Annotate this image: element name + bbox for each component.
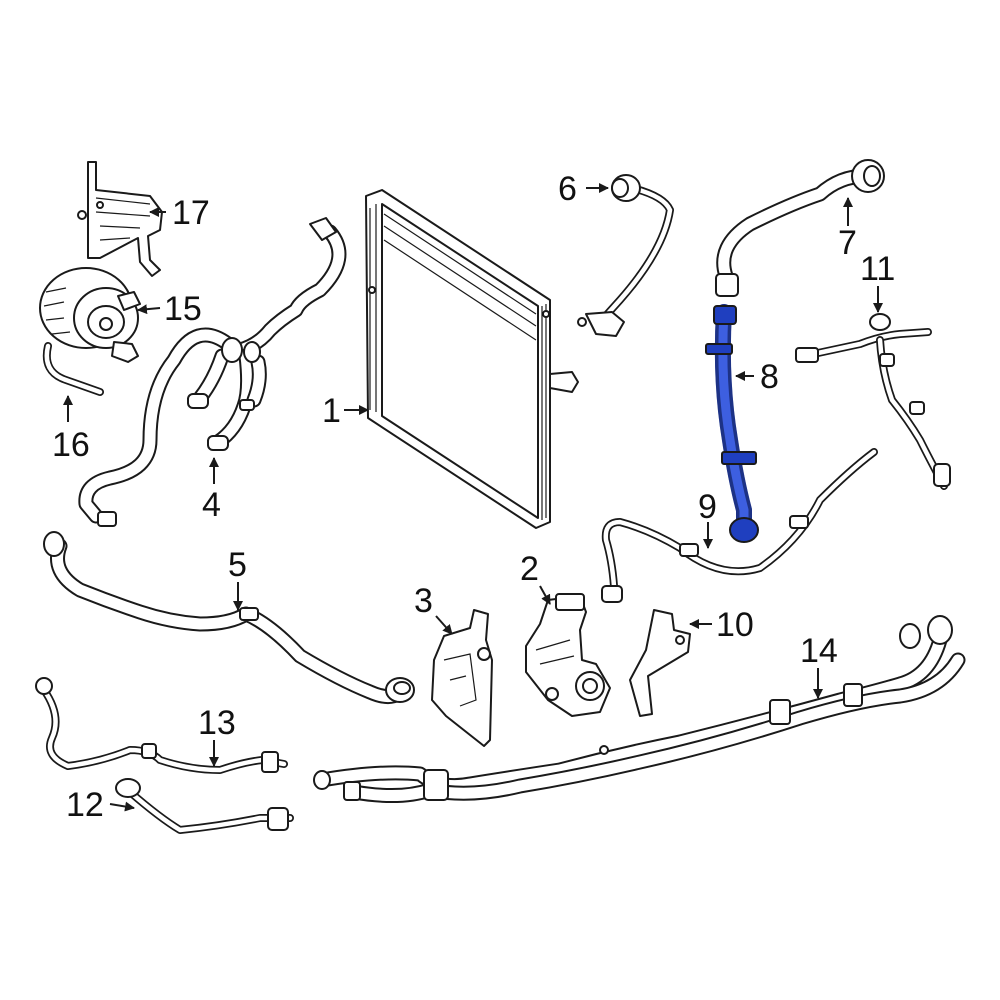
callout-3: 3 [414,582,433,620]
callout-labels: 17 15 16 4 1 6 7 11 8 9 10 5 2 3 13 12 1… [52,170,895,824]
callout-4: 4 [202,486,221,524]
callout-8: 8 [760,358,779,396]
callout-15: 15 [164,290,202,328]
part-4-hose-assembly[interactable] [78,217,347,527]
part-2-coolant-valve[interactable] [525,593,611,717]
callout-2: 2 [520,550,539,588]
part-9-hose[interactable] [601,448,878,603]
part-10-bracket[interactable] [629,609,691,717]
callout-1: 1 [322,392,341,430]
callout-14: 14 [800,632,838,670]
callout-5: 5 [228,546,247,584]
callout-16: 16 [52,426,90,464]
part-1-radiator[interactable] [365,189,579,529]
callout-9: 9 [698,488,717,526]
part-3-cover-plate[interactable] [431,609,493,747]
part-6-hose[interactable] [577,174,674,337]
part-17-bracket[interactable] [77,161,163,277]
part-5-hose[interactable] [43,531,415,705]
callout-11: 11 [860,250,895,288]
part-11-hose[interactable] [795,313,951,490]
callout-13: 13 [198,704,236,742]
part-12-hose[interactable] [115,778,294,834]
callout-17: 17 [172,194,210,232]
part-16-strap[interactable] [42,342,104,396]
part-13-hose[interactable] [35,677,288,774]
part-8-hose-highlighted[interactable] [705,304,759,543]
part-14-coolant-pipe[interactable] [313,615,966,804]
leader-lines [63,183,883,812]
callout-7: 7 [838,224,857,262]
callout-10: 10 [716,606,754,644]
part-7-hose[interactable] [715,159,885,297]
callout-6: 6 [558,170,577,208]
part-15-auxiliary-pump[interactable] [39,267,141,363]
callout-12: 12 [66,786,104,824]
